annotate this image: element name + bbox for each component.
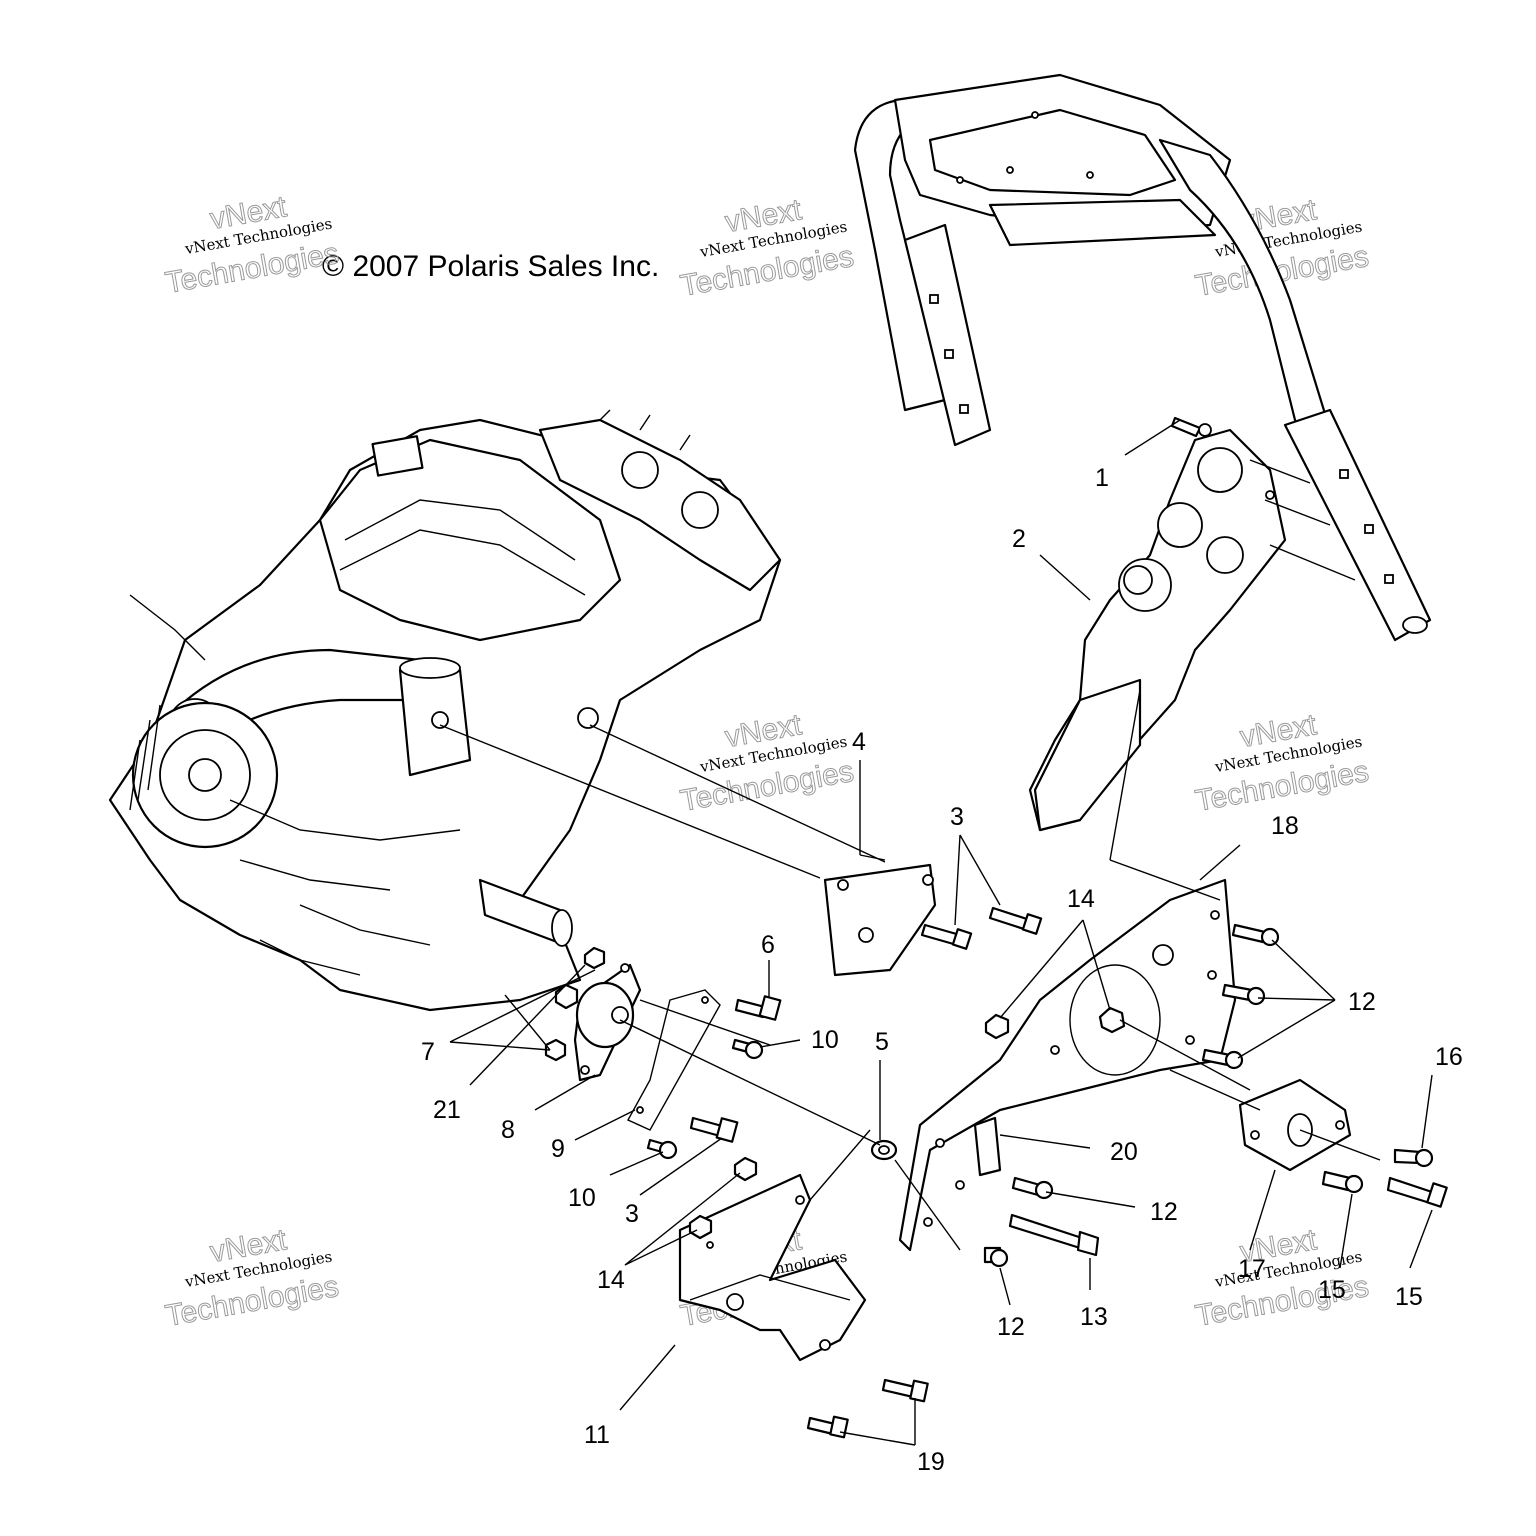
part-19-bolt-lower <box>806 1415 849 1439</box>
callout-3-lower: 3 <box>625 1200 639 1228</box>
part-14-nut-lower-1 <box>733 1156 758 1182</box>
callout-20: 20 <box>1110 1138 1138 1166</box>
callout-15: 15 <box>1395 1283 1423 1311</box>
part-3-bolt-third <box>689 1116 739 1143</box>
part-16-bolt <box>1393 1148 1434 1168</box>
callout-5: 5 <box>875 1028 889 1056</box>
part-1-rivet <box>1170 416 1212 438</box>
part-12-bolt-5 <box>983 1246 1009 1268</box>
callout-21: 21 <box>433 1096 461 1124</box>
part-8-engine-mount-left <box>573 963 642 1082</box>
callout-11: 11 <box>584 1421 610 1449</box>
engine-assembly <box>108 409 782 1012</box>
callout-8: 8 <box>501 1116 515 1144</box>
copyright-notice: © 2007 Polaris Sales Inc. <box>322 250 659 283</box>
callout-12-bottom: 12 <box>997 1313 1025 1341</box>
part-21-nut <box>583 946 606 970</box>
part-17-engine-mount-right <box>1238 1078 1352 1172</box>
part-15-bolt <box>1386 1176 1448 1208</box>
callout-18: 18 <box>1271 812 1299 840</box>
part-7-nut-lower <box>544 1038 567 1062</box>
callout-leaders <box>449 419 1433 1446</box>
callout-14-upper: 14 <box>1067 885 1095 913</box>
callout-2: 2 <box>1012 525 1026 553</box>
part-6-bolt <box>734 995 782 1021</box>
frame-section <box>853 73 1432 642</box>
watermark-mid-right: vNext Technologies vNext Technologies <box>1193 708 1372 819</box>
callout-10-lower: 10 <box>568 1184 596 1212</box>
callout-19: 19 <box>917 1448 945 1476</box>
watermark-top-center: vNext Technologies vNext Technologies <box>678 193 857 304</box>
watermark-top-left: vNext Technologies vNext Technologies <box>163 190 342 301</box>
part-14-nut-left <box>984 1013 1010 1040</box>
part-11-lower-bracket <box>678 1173 867 1362</box>
part-3-bolt-upper <box>988 906 1043 935</box>
callout-14-lower: 14 <box>597 1266 625 1294</box>
watermark-mid-center: vNext Technologies vNext Technologies <box>678 708 857 819</box>
callout-10-upper: 10 <box>811 1026 839 1054</box>
part-10-bolt-upper <box>731 1038 764 1060</box>
callout-15-small: 15 <box>1318 1276 1346 1304</box>
callout-16: 16 <box>1435 1043 1463 1071</box>
part-15-bolt-small <box>1321 1170 1364 1194</box>
part-3-bolt-lower <box>920 923 973 950</box>
part-12-bolt-3 <box>1201 1048 1244 1070</box>
part-20-clip <box>973 1116 1002 1177</box>
callout-7: 7 <box>421 1038 435 1066</box>
part-12-bolt-1 <box>1231 923 1280 947</box>
watermark-bottom-right: vNext Technologies vNext Technologies <box>1193 1223 1372 1334</box>
part-5-washer <box>870 1139 898 1161</box>
callout-12-middle: 12 <box>1150 1198 1178 1226</box>
callout-3-upper: 3 <box>950 803 964 831</box>
part-12-bolt-2 <box>1221 983 1266 1006</box>
callout-13: 13 <box>1080 1303 1108 1331</box>
callout-6: 6 <box>761 931 775 959</box>
callout-17: 17 <box>1238 1255 1266 1283</box>
part-12-bolt-4 <box>1011 1176 1054 1200</box>
part-10-bolt-lower <box>646 1138 678 1160</box>
part-4-bracket <box>823 863 937 977</box>
callout-12-right: 12 <box>1348 988 1376 1016</box>
callout-4: 4 <box>852 728 866 756</box>
alignment-lines <box>439 689 1381 1251</box>
part-19-bolt-upper <box>881 1378 929 1403</box>
part-14-nut-lower-2 <box>688 1214 713 1240</box>
part-13-bolt <box>1008 1213 1100 1257</box>
callout-9: 9 <box>551 1135 565 1163</box>
part-2-gusset-plate <box>1028 428 1356 832</box>
watermark-bottom-left: vNext Technologies vNext Technologies <box>163 1223 342 1334</box>
part-9-plate <box>627 989 721 1131</box>
callout-1: 1 <box>1095 464 1109 492</box>
callout-labels: 1 2 3 4 5 6 7 8 9 10 10 3 21 14 11 19 14… <box>421 464 1463 1476</box>
